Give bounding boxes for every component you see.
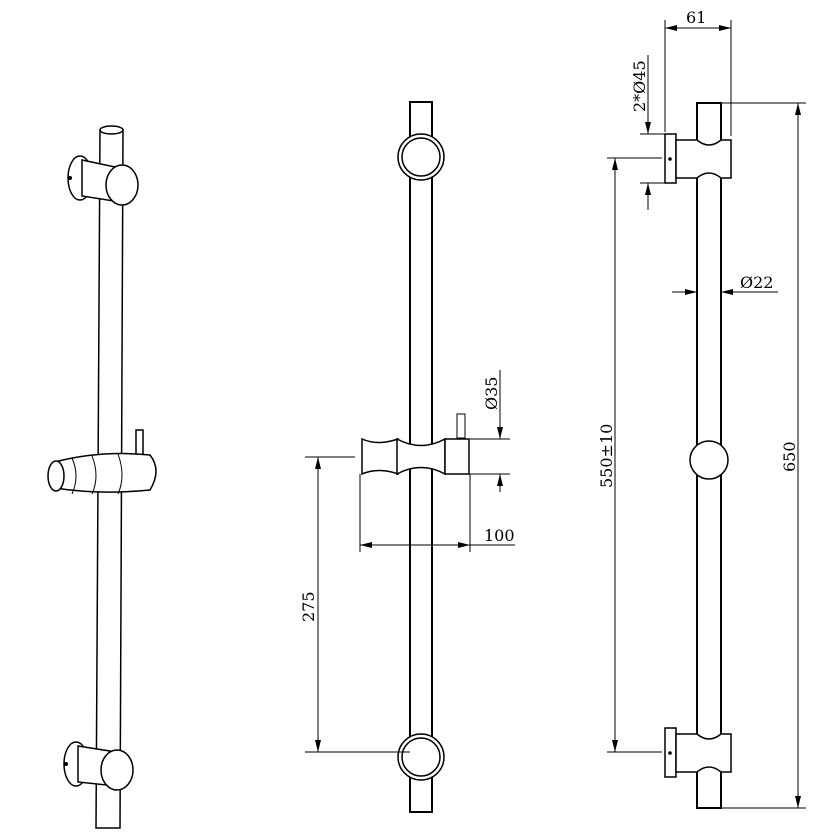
dim-rod-diameter: Ø22 xyxy=(740,273,773,292)
dim-total-length: 650 xyxy=(780,441,799,472)
dim-slider-width: 100 xyxy=(484,526,515,545)
dim-bracket-spacing: 550±10 xyxy=(597,424,616,488)
dim-bracket-depth: 61 xyxy=(686,8,706,27)
dim-slider-height: 275 xyxy=(299,591,318,622)
dim-slider-diameter: Ø35 xyxy=(482,377,501,410)
front-view xyxy=(305,101,515,813)
perspective-view xyxy=(47,125,157,829)
dim-bracket-diameter: 2*Ø45 xyxy=(630,60,649,112)
side-view xyxy=(607,20,806,809)
